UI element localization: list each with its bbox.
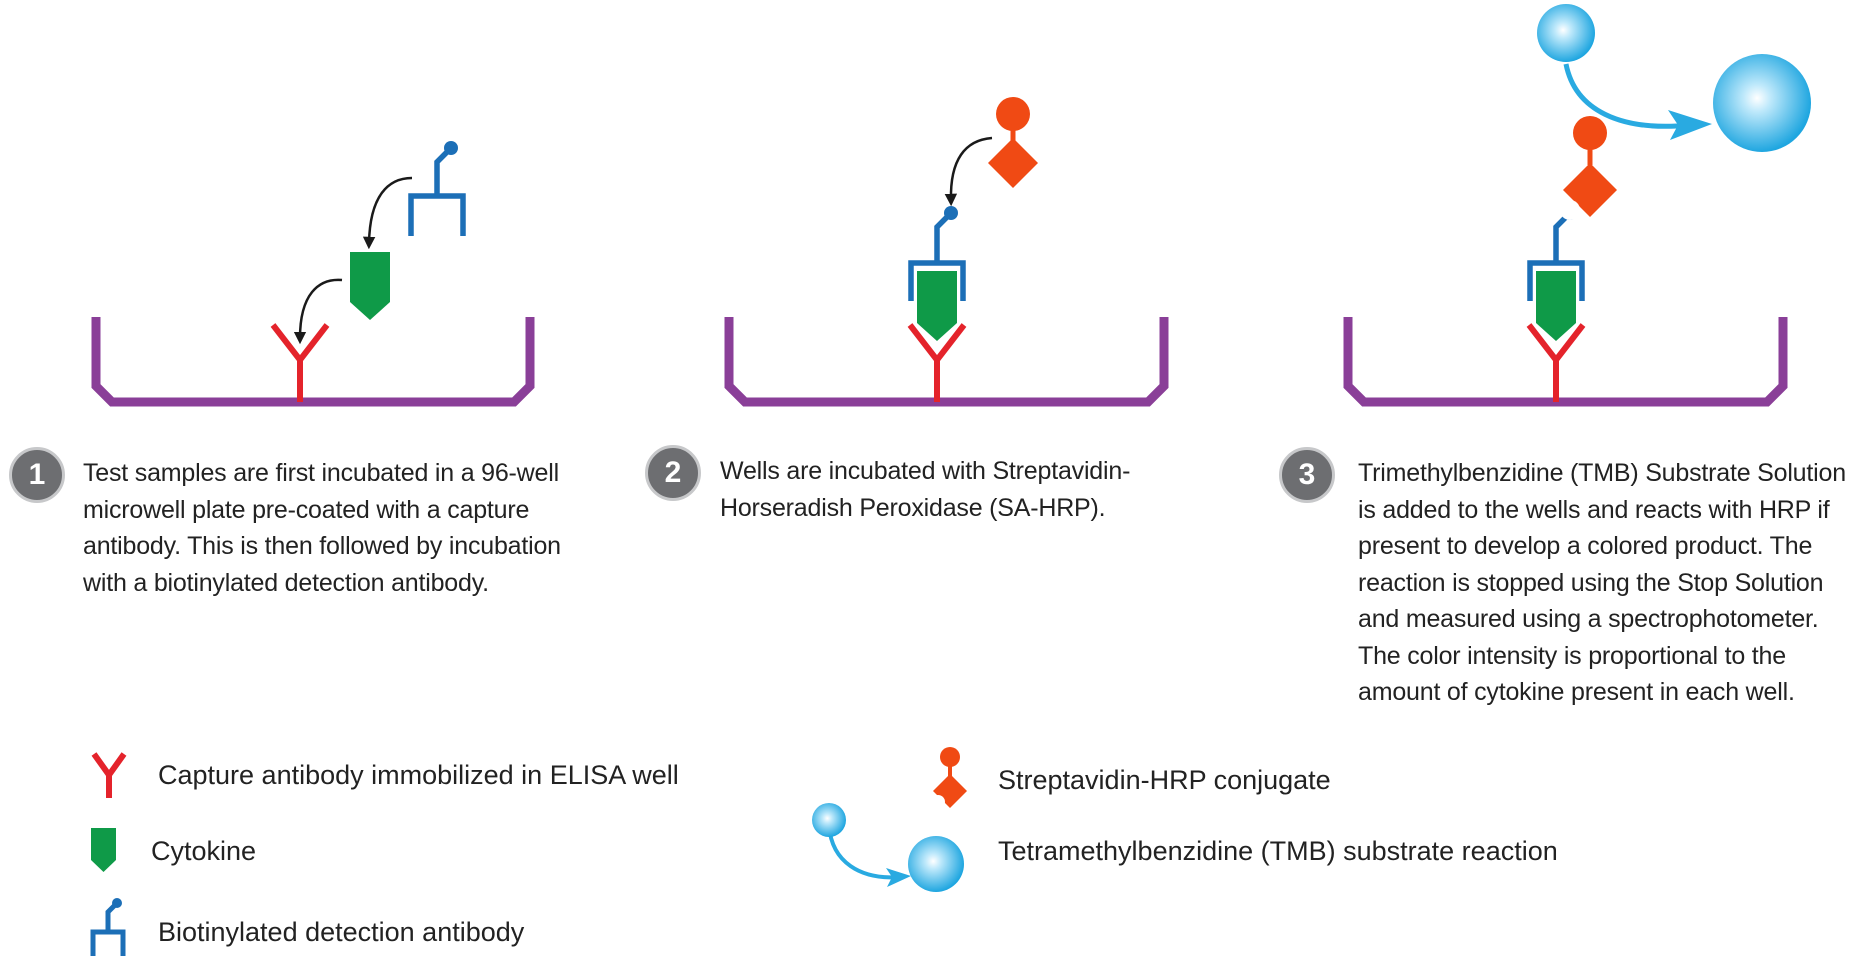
step-3-text: Trimethylbenzidine (TMB) Substrate Solut… [1358, 455, 1863, 711]
tmb-reaction-icon [812, 803, 964, 892]
step-3-line: amount of cytokine present in each well. [1358, 678, 1795, 706]
step-2-text: Wells are incubated with Streptavidin- H… [720, 453, 1200, 526]
legend-detection-antibody-label: Biotinylated detection antibody [158, 917, 525, 947]
sa-hrp-conjugate [978, 97, 1038, 191]
step-1-line: Test samples are first incubated in a 96… [83, 459, 559, 487]
step-3-badge: 3 [1279, 447, 1335, 503]
sa-hrp-icon [931, 747, 967, 809]
capture-antibody-icon [91, 752, 127, 798]
step-2-line: Wells are incubated with Streptavidin- [720, 457, 1131, 485]
step-1-text: Test samples are first incubated in a 96… [83, 455, 643, 601]
panel-1 [91, 141, 535, 407]
detection-antibody [408, 146, 466, 236]
step-3-line: is added to the wells and reacts with HR… [1358, 495, 1830, 524]
step-3-line: and measured using a spectrophotometer. [1358, 605, 1819, 633]
biotin [444, 141, 458, 155]
sa-hrp-conjugate [1560, 116, 1617, 220]
detection-antibody-icon [90, 901, 126, 956]
arrow-sa-hrp-to-biotin [944, 136, 993, 207]
arrow-cytokine-to-capture [293, 278, 343, 345]
panel-3 [1343, 4, 1811, 407]
panel-2 [724, 97, 1169, 407]
capture-antibody [907, 323, 967, 402]
arrow-detection-to-cytokine [362, 176, 413, 250]
elisa-well [724, 317, 1169, 407]
step-1-line: antibody. This is then followed by incub… [83, 532, 561, 560]
legend-sa-hrp-label: Streptavidin-HRP conjugate [998, 765, 1331, 795]
capture-antibody [1526, 323, 1586, 402]
legend-capture-antibody-label: Capture antibody immobilized in ELISA we… [158, 760, 679, 790]
detection-antibody-icon-biotin [112, 898, 122, 908]
cytokine-icon [91, 828, 116, 872]
step-1-line: with a biotinylated detection antibody. [83, 568, 489, 597]
step-3-line: reaction is stopped using the Stop Solut… [1358, 568, 1824, 597]
step-1-line: microwell plate pre-coated with a captur… [83, 495, 530, 524]
legend-tmb-label: Tetramethylbenzidine (TMB) substrate rea… [998, 836, 1558, 866]
capture-antibody [270, 323, 330, 402]
cytokine [917, 271, 957, 341]
tmb-small-circle [1537, 4, 1595, 62]
tmb-large-circle [1713, 54, 1811, 152]
step-1-badge: 1 [9, 447, 65, 503]
step-2-badge: 2 [645, 445, 701, 501]
step-3-line: Trimethylbenzidine (TMB) Substrate Solut… [1358, 459, 1846, 487]
step-3-line: present to develop a colored product. Th… [1358, 532, 1813, 560]
step-2-line: Horseradish Peroxidase (SA-HRP). [720, 493, 1106, 522]
elisa-well [1343, 317, 1788, 407]
cytokine [1536, 271, 1576, 341]
elisa-well [91, 317, 535, 407]
step-3-line: The color intensity is proportional to t… [1358, 641, 1786, 670]
biotin [944, 206, 958, 220]
tmb-reaction [1537, 4, 1811, 152]
legend-cytokine-label: Cytokine [151, 836, 257, 866]
cytokine [350, 252, 390, 320]
